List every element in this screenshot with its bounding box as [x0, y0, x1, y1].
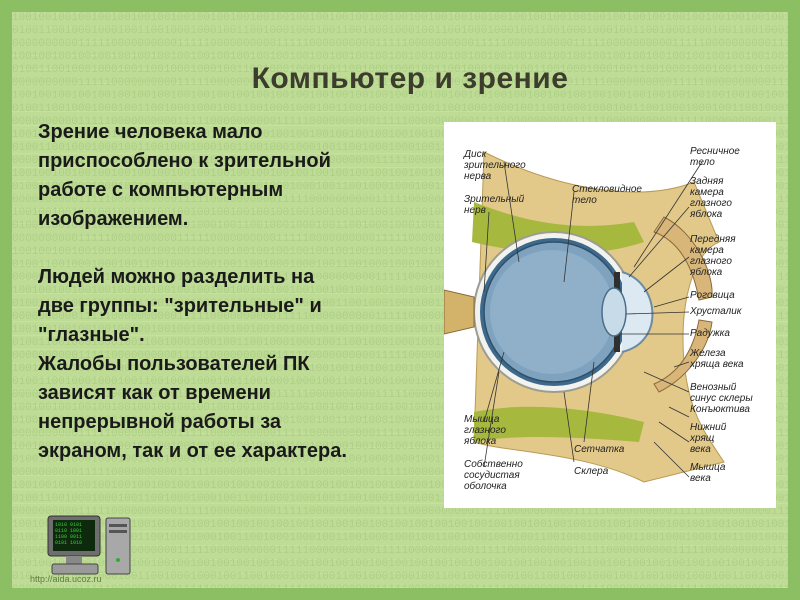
slide-body-text: Зрение человека мало приспособлено к зри… [38, 118, 478, 466]
vitreous-body [490, 250, 614, 374]
paragraph-vision: Зрение человека мало приспособлено к зри… [38, 118, 478, 234]
slide-title: Компьютер и зрение [12, 62, 788, 96]
right-label-3: Роговица [690, 290, 735, 301]
right-label-8: Конъюктива [690, 404, 750, 415]
slide-frame: 1001001001001001001001001001001001001001… [12, 12, 788, 588]
computer-icon: 1010 0101 0110 1001 1100 0011 0101 1010 [38, 510, 138, 582]
center-label-1: Сетчатка [574, 444, 625, 455]
paragraph-groups: Людей можно разделить на две группы: "зр… [38, 263, 478, 350]
watermark-url: http://aida.ucoz.ru [30, 574, 102, 584]
paragraph-complaints: Жалобы пользователей ПК зависят как от в… [38, 350, 478, 466]
optic-nerve [444, 290, 474, 334]
right-label-5: Радужка [690, 328, 730, 339]
right-label-4: Хрусталик [689, 306, 743, 317]
lens [602, 288, 626, 336]
center-label-2: Склера [574, 466, 609, 477]
svg-text:0101 1010: 0101 1010 [55, 540, 82, 546]
